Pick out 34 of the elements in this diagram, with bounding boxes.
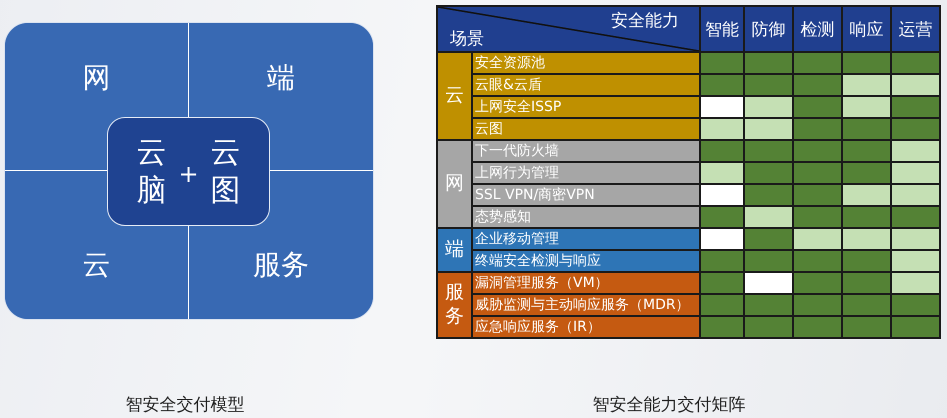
scenario-name: 下一代防火墙 (473, 141, 699, 161)
column-header: 智能 (701, 7, 743, 51)
scenario-name: 上网行为管理 (473, 163, 699, 183)
core-box (107, 117, 270, 226)
group-label: 服务 (445, 281, 464, 329)
scenario-name: 云图 (473, 119, 699, 139)
quadrant-label: 服务 (253, 248, 309, 282)
group-label: 网 (445, 172, 464, 196)
core-label: 云脑 (136, 134, 166, 209)
column-header: 防御 (745, 7, 792, 51)
column-header: 运营 (892, 7, 939, 51)
scenario-name: 漏洞管理服务（VM） (473, 273, 699, 293)
scenario-name: 威胁监测与主动响应服务（MDR） (473, 295, 699, 315)
row-axis-title: 场景 (450, 29, 484, 49)
quadrant-label: 云 (82, 248, 110, 282)
group-label: 端 (445, 238, 464, 262)
scenario-name: 态势感知 (473, 207, 699, 227)
column-axis-title: 安全能力 (611, 11, 679, 31)
scenario-name: 上网安全ISSP (473, 97, 699, 117)
figure-caption: 智安全交付模型 (126, 394, 244, 417)
quadrant-label: 端 (267, 61, 295, 95)
core-label: 云图 (210, 134, 240, 209)
quadrant-label: 网 (82, 61, 110, 95)
scenario-name: SSL VPN/商密VPN (473, 185, 699, 205)
column-header: 响应 (843, 7, 890, 51)
scenario-name: 云眼&云盾 (473, 75, 699, 95)
plus-sign: + (178, 162, 198, 186)
scenario-name: 企业移动管理 (473, 229, 699, 249)
scenario-name: 安全资源池 (473, 53, 699, 73)
scenario-name: 终端安全检测与响应 (473, 251, 699, 271)
figure-caption: 智安全能力交付矩阵 (592, 394, 746, 417)
scenario-name: 应急响应服务（IR） (473, 317, 699, 337)
group-label: 云 (445, 84, 464, 108)
column-header: 检测 (794, 7, 841, 51)
